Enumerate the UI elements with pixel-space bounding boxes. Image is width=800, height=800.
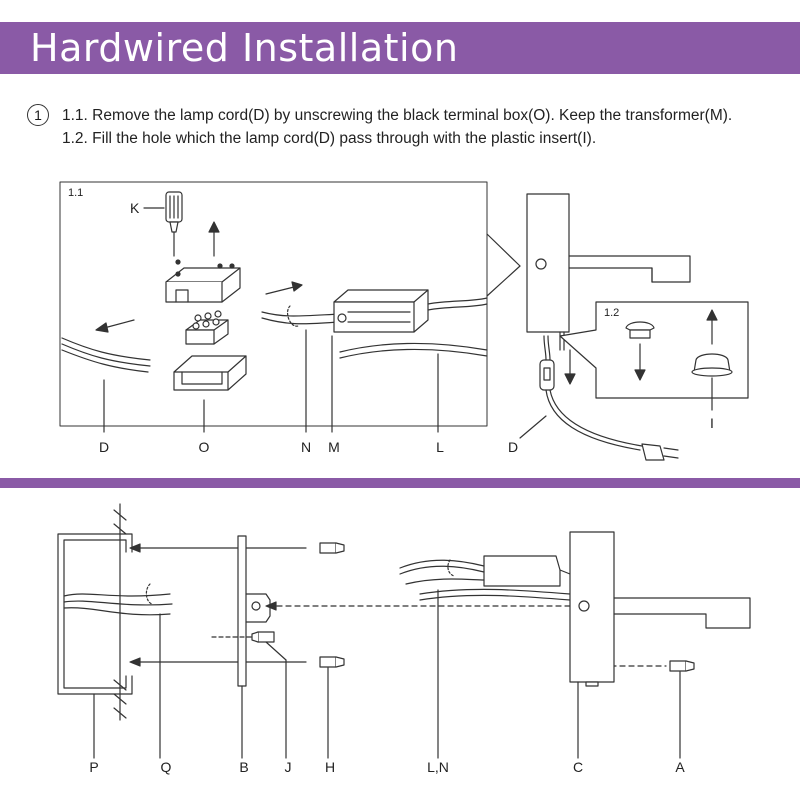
- label-K: K: [130, 200, 140, 216]
- screw-A: [669, 660, 695, 672]
- instruction-line-1: 1.1. Remove the lamp cord(D) by unscrewi…: [62, 107, 733, 124]
- section-divider: [0, 478, 800, 488]
- label-Q: Q: [161, 759, 172, 775]
- wires-N: [261, 281, 341, 327]
- junction-box-P: [57, 503, 307, 721]
- label-L: L: [436, 439, 444, 455]
- label-P: P: [89, 759, 98, 775]
- transformer-bottom: [399, 555, 571, 601]
- transformer-M: [333, 289, 488, 333]
- label-H: H: [325, 759, 335, 775]
- label-B: B: [239, 759, 248, 775]
- leader-lines-top: [103, 329, 439, 433]
- lamp-cord-left: [61, 319, 151, 373]
- label-D-right: D: [508, 439, 518, 455]
- frame-label-1-1: 1.1: [68, 187, 83, 199]
- label-I: I: [710, 415, 714, 431]
- up-arrow-icon: [208, 221, 220, 257]
- label-L-N: L,N: [427, 759, 449, 775]
- label-A: A: [675, 759, 685, 775]
- instruction-line-2: 1.2. Fill the hole which the lamp cord(D…: [62, 130, 597, 147]
- screwdriver-icon: [143, 191, 183, 257]
- label-D: D: [99, 439, 109, 455]
- mounting-plate-B: [237, 535, 271, 687]
- leader-lines-bottom: [93, 589, 681, 759]
- header-bar: Hardwired Installation: [0, 22, 800, 74]
- wires-Q: [63, 583, 173, 616]
- label-N: N: [301, 439, 311, 455]
- page-title: Hardwired Installation: [30, 26, 459, 70]
- inset-1-2: 1.2: [559, 301, 749, 411]
- cable-L: [339, 342, 488, 359]
- label-C: C: [573, 759, 583, 775]
- label-O: O: [199, 439, 210, 455]
- wall-lamp-bottom: [569, 531, 751, 687]
- terminal-box-base: [173, 355, 247, 391]
- step-1-1-frame: 1.1: [59, 181, 521, 427]
- label-M: M: [328, 439, 340, 455]
- terminal-box-cover: [165, 259, 241, 303]
- terminal-block: [185, 310, 229, 345]
- inset-label-1-2: 1.2: [604, 307, 619, 319]
- label-J: J: [285, 759, 292, 775]
- step-number-badge: 1: [27, 104, 49, 126]
- screws-H: [319, 542, 345, 668]
- wall-lamp-top: [519, 193, 691, 461]
